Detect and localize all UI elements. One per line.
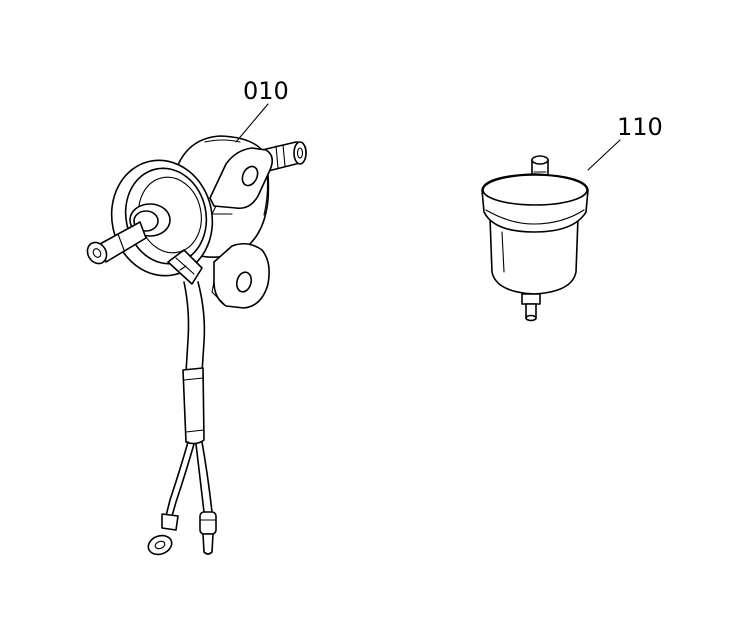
fuel-pump — [86, 135, 307, 556]
pump-ring-terminal — [147, 513, 179, 556]
pump-wire-harness — [182, 281, 206, 445]
callout-010-label: 010 — [243, 77, 289, 105]
callout-010-leader — [235, 103, 269, 143]
callout-110-label: 110 — [617, 113, 663, 141]
pump-outlet-pipe — [261, 141, 307, 173]
pump-inlet-pipe — [86, 221, 147, 265]
callout-110-leader — [587, 139, 621, 171]
pump-wire-leads — [165, 441, 213, 517]
pump-wire-grommet — [167, 249, 203, 285]
filter-outlet-nipple — [521, 293, 541, 322]
pump-upper-bracket — [209, 147, 274, 215]
pump-lower-bracket — [211, 242, 270, 309]
fuel-filter — [481, 155, 589, 322]
filter-cap — [481, 173, 589, 233]
pump-bullet-terminal — [199, 511, 217, 555]
callout-110: 110 — [587, 113, 663, 171]
callout-010: 010 — [235, 77, 289, 143]
